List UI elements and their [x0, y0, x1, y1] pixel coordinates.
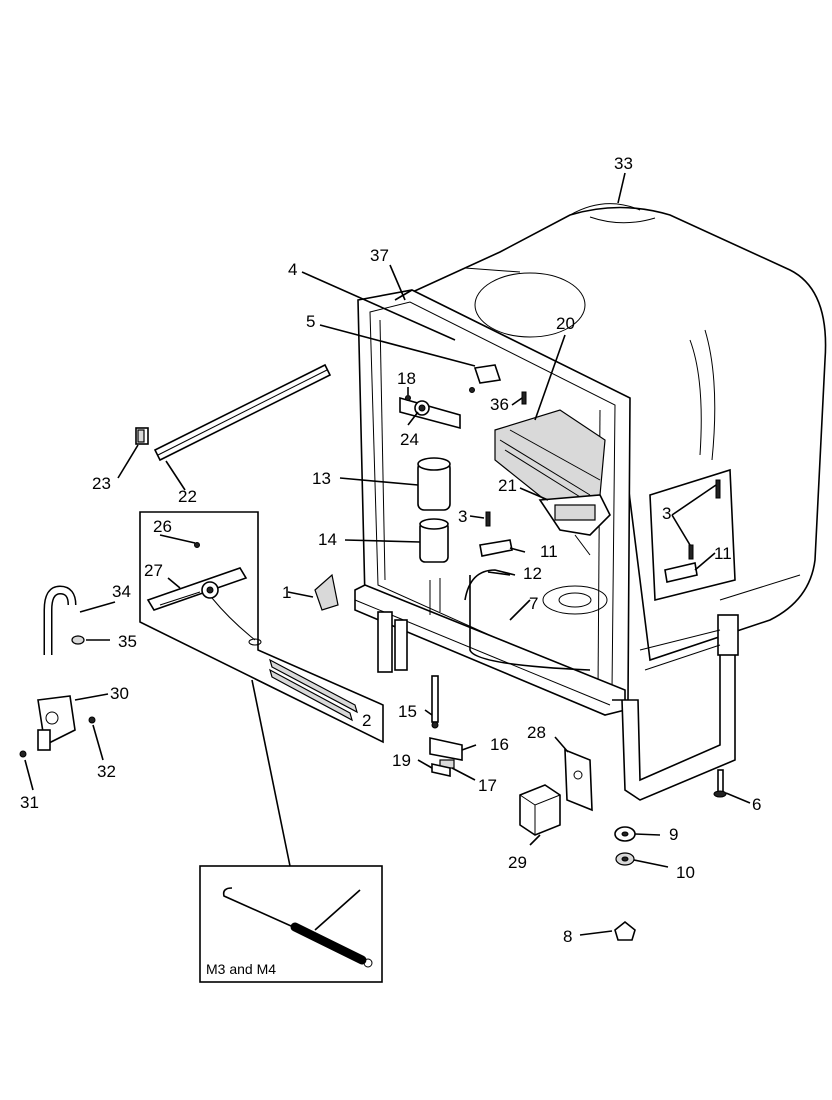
callout-26: 27	[144, 561, 163, 580]
callout-18: 18	[397, 369, 416, 388]
door-panel-inset	[139, 511, 384, 744]
part-28-module	[519, 784, 561, 836]
callout-16: 16	[490, 735, 509, 754]
callout-34: 35	[118, 632, 137, 651]
callout-36: 37	[370, 246, 389, 265]
callout-11-center: 11	[540, 542, 558, 561]
part-22-strip	[153, 363, 332, 462]
callout-3-center: 3	[458, 507, 467, 526]
part-12-hose	[464, 569, 516, 601]
callout-29: 30	[110, 684, 129, 703]
part-8-foot-cap	[614, 920, 636, 941]
part-21-dispenser	[538, 494, 611, 556]
base-frame	[354, 584, 739, 801]
callout-11-right: 11	[714, 544, 732, 563]
callout-35: 36	[490, 395, 509, 414]
callout-13: 13	[312, 469, 331, 488]
callout-9: 9	[669, 825, 678, 844]
callout-27: 28	[527, 723, 546, 742]
part-16-switch	[429, 737, 463, 777]
part-3-screw-center	[485, 511, 491, 527]
part-33-hose	[43, 585, 77, 655]
callout-1: 1	[282, 583, 291, 602]
part-27-bracket	[564, 748, 593, 812]
lower-tub-details	[429, 575, 608, 671]
callout-20: 20	[556, 314, 575, 333]
part-15-leveling-leg	[431, 675, 439, 729]
callout-23: 23	[92, 474, 111, 493]
callout-8: 8	[563, 927, 572, 946]
part-29-valve	[37, 695, 76, 751]
part-1-latch	[314, 573, 339, 611]
callout-30: 31	[20, 793, 39, 812]
part-6-foot	[713, 769, 727, 798]
part-31-screw	[88, 716, 96, 724]
callout-10: 10	[676, 863, 695, 882]
part-9-washer	[614, 826, 636, 842]
part-35-screw	[521, 391, 527, 405]
callout-2: 2	[362, 711, 371, 730]
callout-17: 17	[478, 776, 497, 795]
part-14-canister	[419, 518, 449, 563]
right-side-bracket	[649, 468, 736, 602]
callout-21: 21	[498, 476, 517, 495]
callout-33: 34	[112, 582, 131, 601]
part-34-clamp	[71, 635, 85, 645]
inset-connector	[251, 679, 291, 867]
callout-31: 32	[97, 762, 116, 781]
callout-15: 15	[398, 702, 417, 721]
callout-4: 4	[288, 260, 297, 279]
callout-24: 24	[400, 430, 419, 449]
part-13-canister	[417, 457, 451, 511]
callout-25: 26	[153, 517, 172, 536]
part-11-clip-center	[479, 539, 513, 557]
part-24-bracket	[399, 395, 461, 430]
part-30-screw	[19, 750, 27, 758]
part-10-nut	[615, 852, 635, 866]
inset-note-m3-m4: M3 and M4	[206, 961, 276, 977]
part-5-hinge	[469, 364, 502, 393]
callout-7: 7	[529, 594, 538, 613]
callout-32: 33	[614, 154, 633, 173]
callout-12: 12	[523, 564, 542, 583]
callout-labels: 33 37 4 5 20 18 36 24 13 21 3 14 11 12 7…	[20, 154, 761, 977]
callout-14: 14	[318, 530, 337, 549]
callout-22: 22	[178, 487, 197, 506]
part-23-clip	[135, 427, 149, 445]
callout-28: 29	[508, 853, 527, 872]
spring-inset-box	[199, 865, 383, 983]
callout-6: 6	[752, 795, 761, 814]
callout-19: 19	[392, 751, 411, 770]
leader-lines	[24, 172, 751, 936]
callout-5: 5	[306, 312, 315, 331]
callout-3-right: 3	[662, 504, 671, 523]
